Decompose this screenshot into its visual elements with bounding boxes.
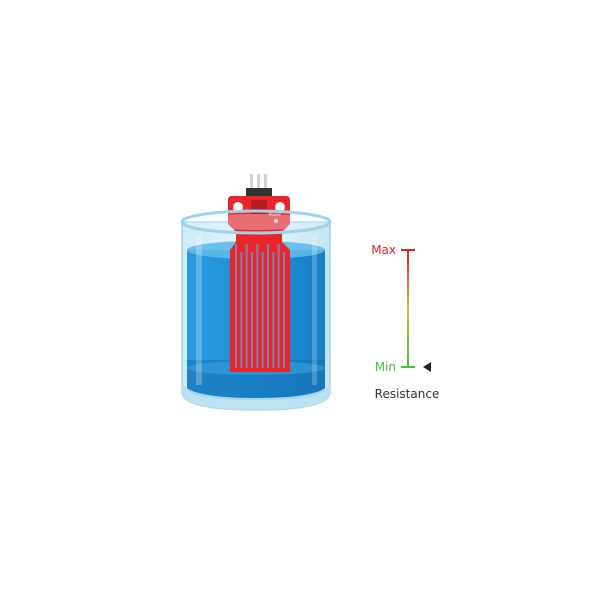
mount-hole: [275, 202, 285, 212]
sensor-pin: [250, 174, 253, 196]
scale-caption: Resistance: [375, 387, 440, 401]
power-led: [274, 219, 278, 223]
mount-hole: [233, 202, 243, 212]
glass-rim: [180, 209, 332, 410]
resistance-scale: Max Min Resistance: [371, 243, 439, 401]
sensor-traces: [235, 244, 285, 368]
board-label: Power: [269, 212, 281, 217]
sensor-pin: [257, 174, 260, 196]
scale-bar: [407, 250, 409, 367]
water-level-sensor: Power: [228, 174, 290, 372]
pointer-triangle-icon: [423, 362, 431, 372]
scale-min-label: Min: [375, 360, 396, 374]
scale-max-label: Max: [371, 243, 396, 257]
sensor-pin: [264, 174, 267, 196]
